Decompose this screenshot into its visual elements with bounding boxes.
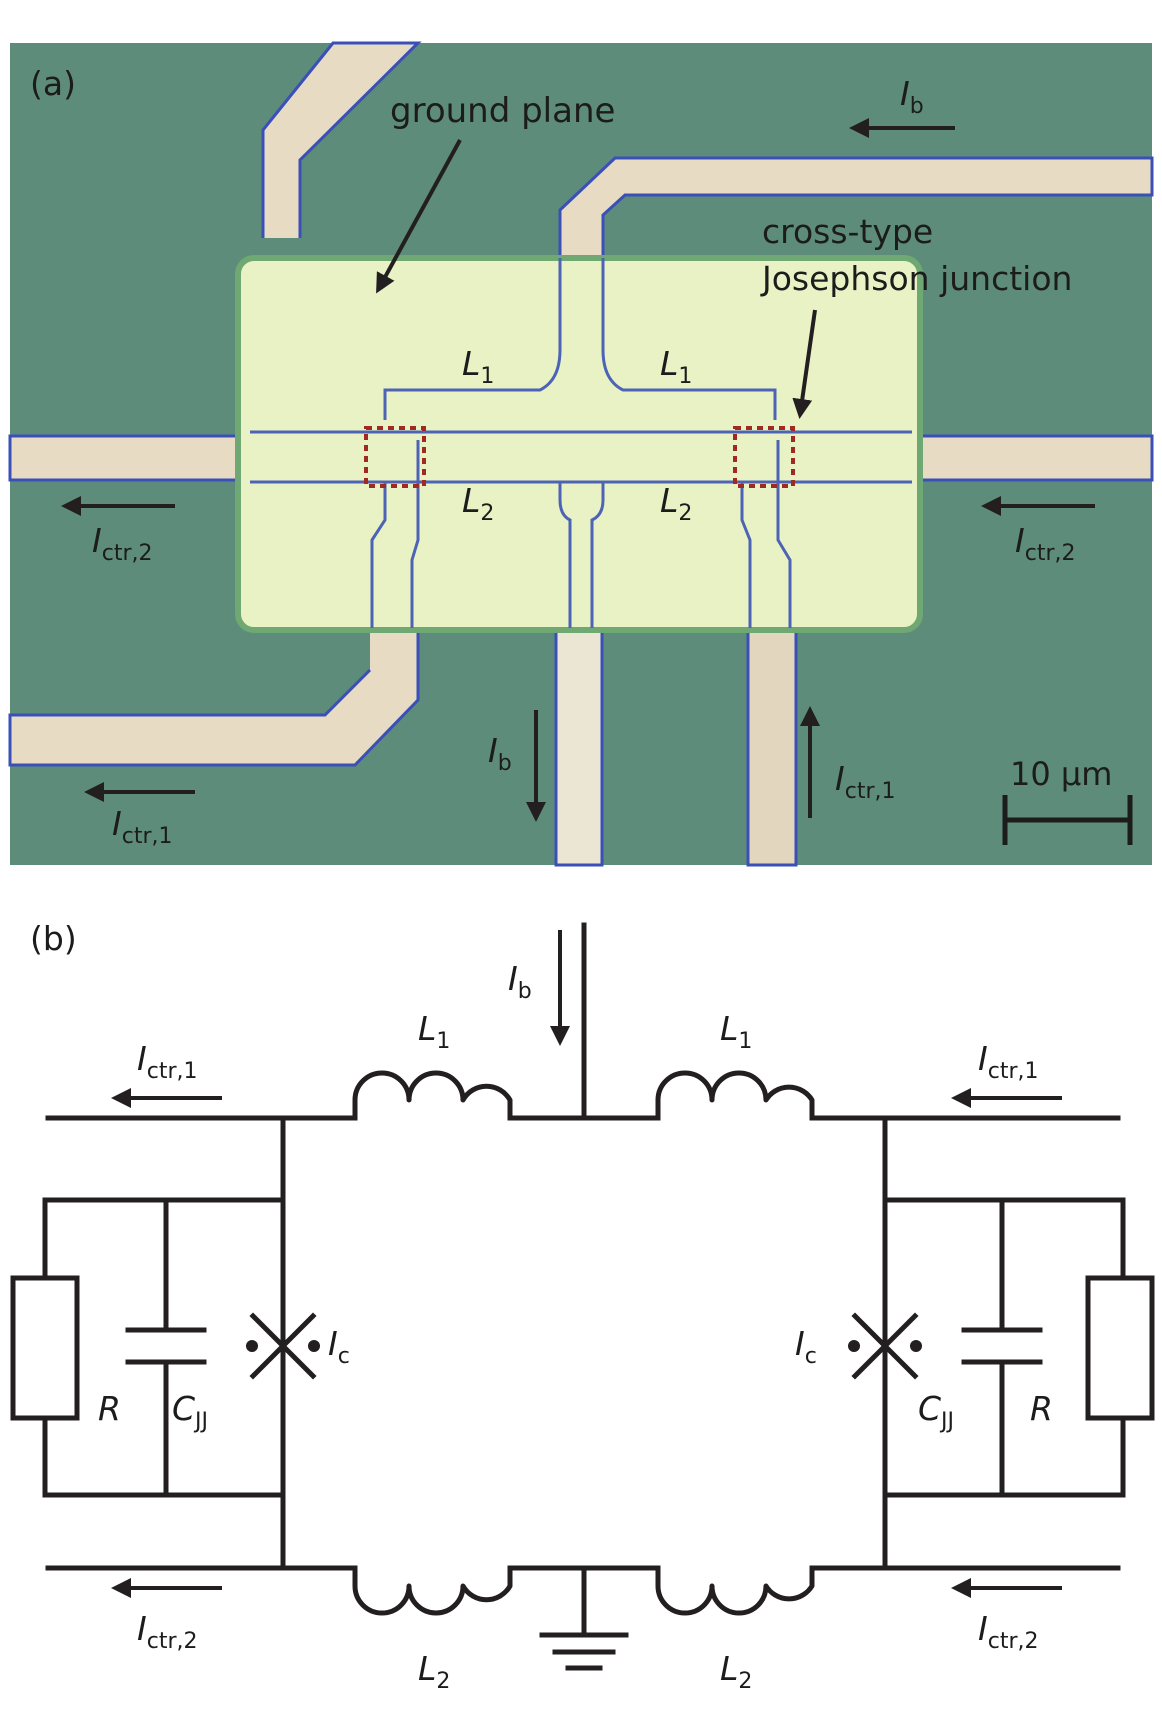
inductor-l2-left: [352, 1568, 513, 1616]
label-b-ictr1-right: Ictr,1: [978, 1039, 1039, 1084]
junction-label-line1: cross-type: [762, 212, 933, 251]
label-b-ic-right: Ic: [795, 1324, 817, 1369]
scale-bar: [1002, 795, 1133, 845]
resistor-right: [1085, 1275, 1155, 1421]
panel-a-label: (a): [30, 64, 76, 103]
wire-upper-right: [558, 156, 1154, 260]
label-b-l1-right: L1: [720, 1009, 752, 1054]
inductor-l1-right: [655, 1070, 815, 1118]
wire-left-horizontal: [8, 434, 252, 482]
label-a-ictr2-left: Ictr,2: [92, 521, 153, 566]
josephson-junction-right: [848, 1312, 922, 1380]
label-b-l1-left: L1: [418, 1009, 450, 1054]
ground-plane-label: ground plane: [390, 91, 615, 131]
label-a-ictr1-right: Ictr,1: [835, 759, 896, 804]
josephson-junction-left: [246, 1312, 320, 1380]
ground-symbol: [539, 1565, 629, 1671]
label-b-cjj-right: CJJ: [918, 1389, 954, 1434]
ground-plane-region: [235, 255, 923, 633]
junction-label-line2: Josephson junction: [760, 259, 1072, 298]
resistor-left: [10, 1275, 80, 1421]
label-b-ic-left: Ic: [328, 1324, 350, 1369]
label-a-l2-right: L2: [660, 481, 692, 526]
circuit-panel: (b): [10, 919, 1155, 1694]
junction-box-right: [733, 426, 795, 488]
label-b-l2-left: L2: [418, 1649, 450, 1694]
label-a-ictr2-right: Ictr,2: [1015, 521, 1076, 566]
wire-bottom-right: [746, 623, 798, 867]
scale-bar-label: 10 µm: [1010, 755, 1112, 793]
right-junction-branch: [848, 1115, 1155, 1571]
micrograph-panel: (a) ground plane cross-type Josephson ju…: [8, 41, 1154, 867]
junction-box-left: [364, 426, 426, 488]
wire-upper-left-diagonal: [261, 41, 422, 238]
wire-right-horizontal: [910, 434, 1154, 482]
label-a-l2-left: L2: [462, 481, 494, 526]
wire-lower-left: [8, 623, 420, 767]
label-b-r-right: R: [1030, 1389, 1053, 1428]
label-b-r-left: R: [98, 1389, 121, 1428]
label-b-l2-right: L2: [720, 1649, 752, 1694]
label-b-ib: Ib: [508, 959, 532, 1004]
ground-plane-pointer: [376, 139, 462, 294]
bottom-rail: [45, 1565, 1121, 1671]
label-b-ictr2-right: Ictr,2: [978, 1609, 1039, 1654]
label-a-l1-left: L1: [462, 344, 494, 389]
top-rail: [45, 922, 1121, 1121]
label-a-l1-right: L1: [660, 344, 692, 389]
label-b-ictr2-left: Ictr,2: [137, 1609, 198, 1654]
label-b-ictr1-left: Ictr,1: [137, 1039, 198, 1084]
wire-bottom-center: [554, 623, 604, 867]
panel-b-label: (b): [30, 919, 77, 958]
inductor-l1-left: [352, 1070, 513, 1118]
left-junction-branch: [10, 1115, 320, 1571]
label-a-ib-bottom: Ib: [488, 731, 512, 776]
slot-lines: [250, 258, 912, 628]
label-a-ictr1-left: Ictr,1: [112, 804, 173, 849]
inductor-l2-right: [655, 1568, 815, 1616]
junction-pointer: [792, 309, 817, 419]
label-a-ib-top: Ib: [900, 74, 924, 119]
label-b-cjj-left: CJJ: [172, 1389, 208, 1434]
